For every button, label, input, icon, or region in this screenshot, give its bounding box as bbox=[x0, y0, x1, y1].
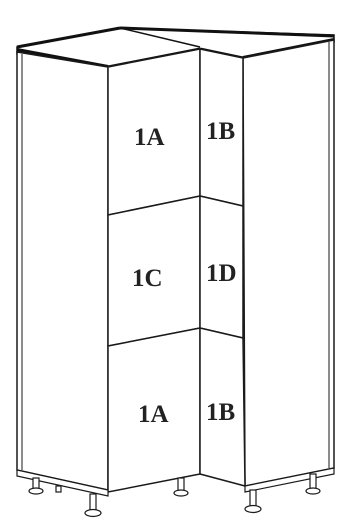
label-upper-left-door: 1A bbox=[134, 124, 165, 151]
left-side-panel bbox=[16, 51, 109, 491]
label-lower-right-door: 1B bbox=[206, 399, 235, 426]
front-left-doors bbox=[107, 48, 201, 493]
top-back-edge-left bbox=[16, 26, 121, 49]
label-upper-right-door: 1B bbox=[206, 118, 235, 145]
front-right-doors bbox=[199, 48, 246, 487]
leg-front-right bbox=[244, 489, 262, 514]
right-side-panel bbox=[242, 39, 335, 487]
label-middle-left-door: 1C bbox=[132, 265, 163, 292]
cabinet-legs bbox=[28, 473, 321, 518]
leg-center bbox=[173, 477, 189, 497]
plinth-left bbox=[16, 469, 109, 497]
leg-front-left bbox=[28, 477, 44, 495]
leg-back-right bbox=[305, 473, 321, 495]
leg-front-left-2 bbox=[84, 493, 102, 518]
label-lower-left-door: 1A bbox=[138, 401, 169, 428]
top-back-edge-right bbox=[119, 26, 335, 38]
label-middle-right-door: 1D bbox=[206, 260, 237, 287]
leg-back-left bbox=[55, 485, 62, 493]
top-seam bbox=[119, 27, 201, 48]
